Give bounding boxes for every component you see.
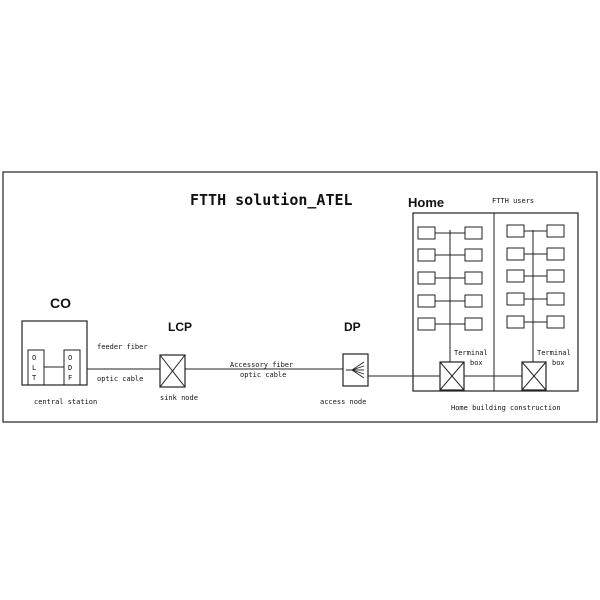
home-building-caption: Home building construction [451,404,561,412]
left-riser [417,226,483,370]
terminal-box-right-icon [521,361,547,391]
user-unit [417,248,436,262]
user-unit [546,292,565,306]
user-unit [506,315,525,329]
odf-letter: D [68,364,72,372]
olt-letter: O [32,354,36,362]
user-unit [506,292,525,306]
lcp-caption: sink node [160,394,198,402]
user-unit [506,269,525,283]
accessory-cable-label: Accessory fiber [230,361,293,369]
home-building [412,212,579,392]
user-unit [417,226,436,240]
home-label: Home [408,195,444,210]
co-box [21,320,88,386]
co-label: CO [50,295,71,311]
user-unit [417,271,436,285]
user-unit [464,226,483,240]
accessory-cable-label: optic cable [240,371,286,379]
ftth-users-label: FTTH users [492,197,534,205]
terminal-box-left-label: Terminal [454,349,488,357]
user-unit [464,317,483,331]
dp-splitter-icon [342,353,369,387]
terminal-box-right-label: Terminal [537,349,571,357]
user-unit [417,294,436,308]
right-riser [506,224,565,370]
user-unit [506,247,525,261]
olt-letter: L [32,364,36,372]
user-unit [546,247,565,261]
feeder-cable-label: optic cable [97,375,143,383]
user-unit [546,269,565,283]
diagram-title: FTTH solution_ATEL [190,191,353,209]
co-caption: central station [34,398,97,406]
user-unit [546,224,565,238]
terminal-box-left-label: box [470,359,483,367]
user-unit [464,271,483,285]
odf-unit: O D F [63,349,81,386]
odf-letter: F [68,374,72,382]
odf-letter: O [68,354,72,362]
user-unit [417,317,436,331]
dp-label: DP [344,320,361,334]
feeder-cable-label: feeder fiber [97,343,148,351]
lcp-label: LCP [168,320,192,334]
terminal-box-right-label: box [552,359,565,367]
user-unit [464,248,483,262]
olt-unit: O L T [27,349,45,386]
user-unit [506,224,525,238]
terminal-box-left-icon [439,361,465,391]
user-unit [464,294,483,308]
dp-caption: access node [320,398,366,406]
lcp-node-icon [159,354,186,388]
olt-letter: T [32,374,37,382]
user-unit [546,315,565,329]
diagram-frame [2,171,598,423]
